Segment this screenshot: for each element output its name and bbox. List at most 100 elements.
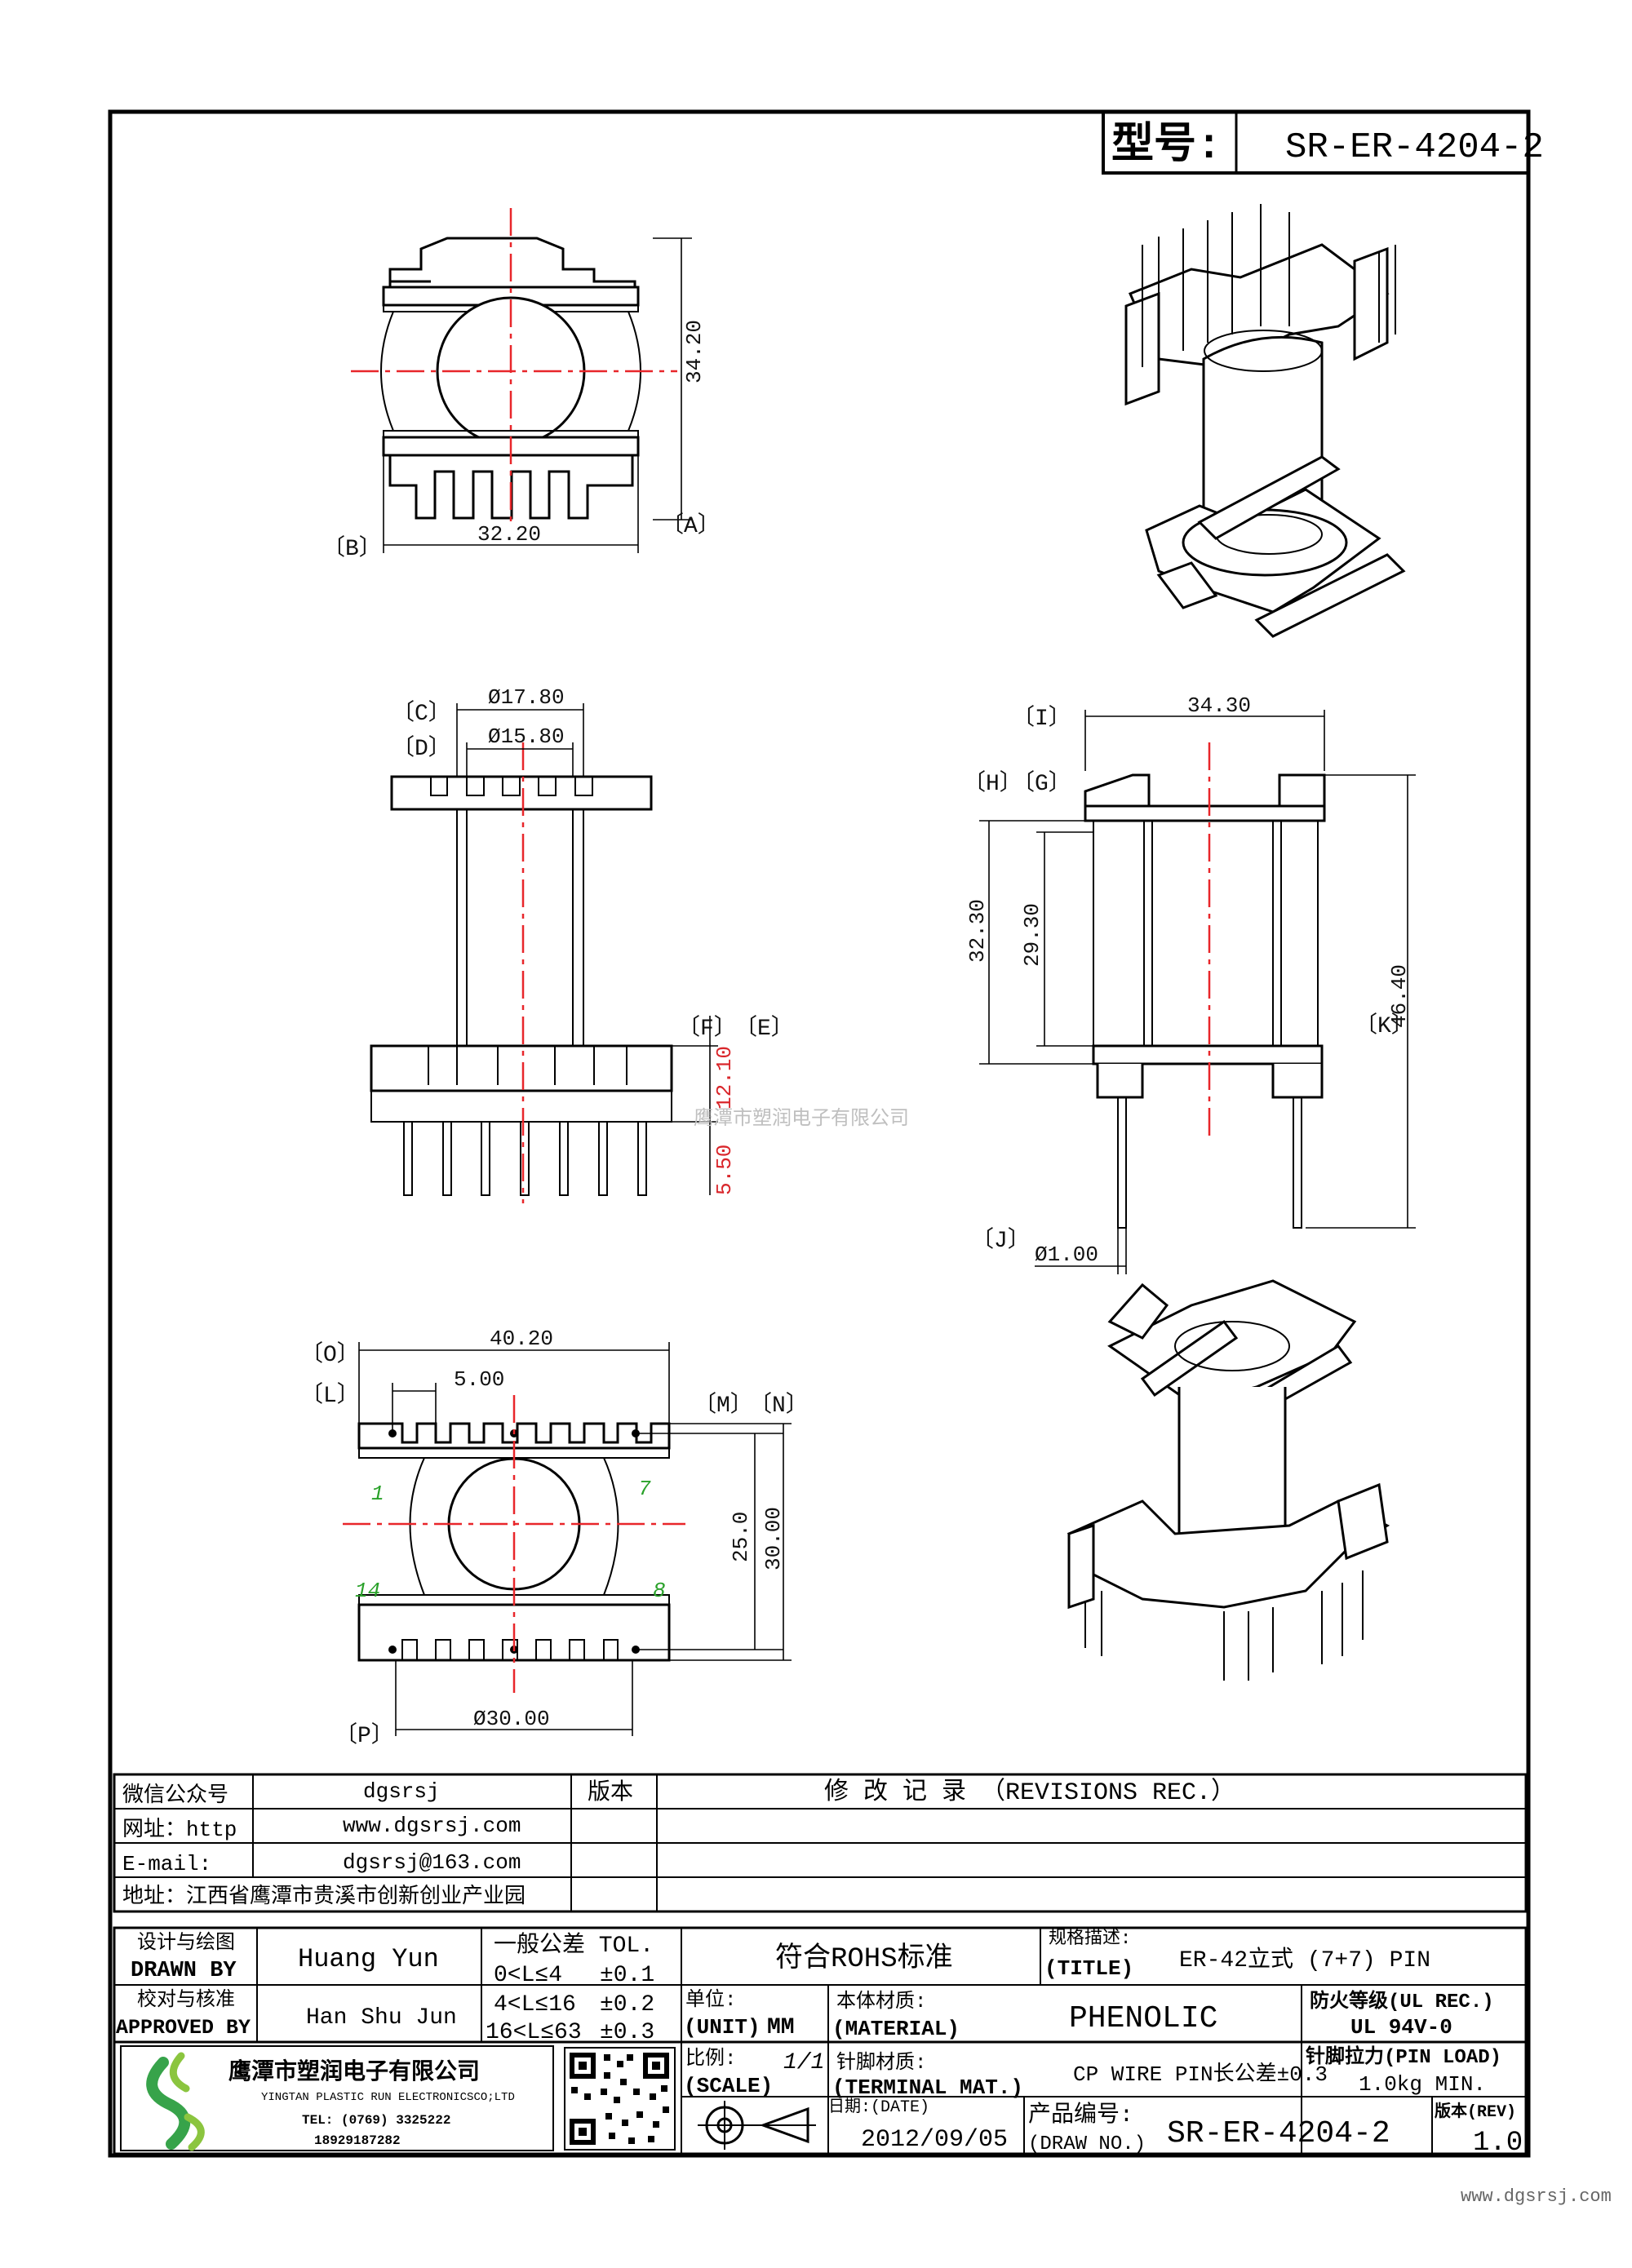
company-name-cn: 鹰潭市塑润电子有限公司: [228, 2058, 480, 2086]
scale-cn: 比例:: [685, 2047, 736, 2071]
tol-1-val: ±0.1: [600, 1963, 654, 1988]
date-value: 2012/09/05: [861, 2126, 1008, 2154]
email-value: dgsrsj@163.com: [343, 1850, 521, 1875]
svg-text:46.40: 46.40: [1387, 964, 1412, 1028]
web-value: www.dgsrsj.com: [343, 1814, 521, 1838]
address: 地址：江西省鹰潭市贵溪市创新创业产业园: [122, 1884, 526, 1909]
tol-3-val: ±0.3: [600, 2020, 654, 2045]
model-label: 型号:: [1111, 121, 1222, 171]
wechat-label: 微信公众号: [122, 1783, 228, 1808]
svg-text:40.20: 40.20: [490, 1327, 553, 1351]
rev-value: 1.0: [1473, 2128, 1523, 2159]
fire-value: UL 94V-0: [1350, 2015, 1452, 2040]
svg-text:Ø15.80: Ø15.80: [488, 724, 565, 749]
watermark: 鹰潭市塑润电子有限公司: [694, 1107, 909, 1131]
wechat-value: dgsrsj: [363, 1779, 440, 1804]
approved-by-en: APPROVED BY: [116, 2016, 251, 2040]
svg-text:34.30: 34.30: [1187, 693, 1251, 718]
svg-text:〔H〕: 〔H〕: [963, 769, 1022, 797]
rohs-note: 符合ROHS标准: [775, 1942, 953, 1975]
terminal-value: CP WIRE PIN长公差±0.3: [1073, 2062, 1328, 2087]
web-label: 网址：http: [122, 1817, 237, 1842]
drawno-value: SR-ER-4204-2: [1167, 2116, 1390, 2151]
drawn-by-name: Huang Yun: [298, 1944, 439, 1974]
drawno-en: (DRAW NO.): [1028, 2133, 1146, 2155]
svg-text:30.00: 30.00: [761, 1507, 786, 1570]
unit-en: (UNIT): [684, 2015, 761, 2040]
bottom-pin-view: 40.20 5.00 25.0 30.00 Ø30.00 〔O〕 〔L〕 〔M〕…: [300, 1327, 809, 1749]
unit-cn: 单位:: [685, 1988, 736, 2012]
svg-text:Ø17.80: Ø17.80: [488, 685, 565, 710]
model-number: SR-ER-4204-2: [1285, 127, 1544, 168]
material-value: PHENOLIC: [1069, 2001, 1217, 2036]
svg-text:〔L〕: 〔L〕: [300, 1381, 360, 1409]
svg-text:〔N〕: 〔N〕: [749, 1391, 809, 1419]
svg-text:34.20: 34.20: [682, 320, 707, 383]
footer-url: www.dgsrsj.com: [1461, 2186, 1612, 2207]
svg-text:Ø30.00: Ø30.00: [473, 1707, 550, 1731]
terminal-en: (TERMINAL MAT.): [832, 2075, 1023, 2100]
svg-text:〔O〕: 〔O〕: [300, 1340, 360, 1368]
top-plan-view: 34.20 32.20 〔A〕 〔B〕: [322, 208, 721, 562]
scale-value: 1/1: [783, 2050, 824, 2075]
svg-text:〔A〕: 〔A〕: [661, 512, 721, 539]
company-tel: TEL: (0769) 3325222: [302, 2113, 450, 2128]
svg-text:25.0: 25.0: [729, 1512, 753, 1562]
front-elevation-view: Ø17.80 Ø15.80 12.10 5.50 〔C〕 〔D〕 〔F〕 〔E〕: [370, 685, 794, 1203]
isometric-view-bottom: [1067, 1279, 1390, 1681]
pinload-cn: 针脚拉力(PIN LOAD): [1306, 2044, 1501, 2069]
approved-by-name: Han Shu Jun: [306, 2005, 457, 2031]
side-elevation-view: 34.30 32.30 29.30 46.40 Ø1.00 〔I〕 〔H〕 〔G…: [963, 693, 1416, 1274]
svg-text:Ø1.00: Ø1.00: [1035, 1243, 1098, 1267]
projection-symbol: [698, 2101, 816, 2150]
qr-code: [564, 2047, 676, 2151]
svg-text:〔J〕: 〔J〕: [971, 1226, 1031, 1254]
svg-text:1: 1: [371, 1482, 384, 1506]
svg-text:32.30: 32.30: [965, 899, 990, 963]
spec-cn: 规格描述:: [1049, 1928, 1131, 1949]
terminal-cn: 针脚材质:: [836, 2051, 926, 2075]
tol-2-val: ±0.2: [600, 1992, 654, 2018]
revisions-title: 修 改 记 录 （REVISIONS REC.）: [824, 1778, 1235, 1807]
svg-text:5.50: 5.50: [712, 1145, 737, 1195]
svg-text:〔M〕: 〔M〕: [694, 1391, 753, 1419]
tol-title: 一般公差 TOL.: [494, 1931, 654, 1959]
svg-text:〔E〕: 〔E〕: [734, 1014, 794, 1042]
company-name-en: YINGTAN PLASTIC RUN ELECTRONICSCO;LTD: [261, 2091, 515, 2104]
svg-text:29.30: 29.30: [1020, 903, 1044, 967]
approved-by-cn: 校对与核准: [137, 1988, 235, 2012]
rev-cn: 版本(REV): [1435, 2101, 1516, 2122]
svg-text:32.20: 32.20: [477, 522, 541, 547]
unit-value: MM: [767, 2015, 795, 2040]
spec-en: (TITLE): [1044, 1956, 1133, 1981]
tol-2-range: 4<L≤16: [494, 1992, 576, 2018]
material-en: (MATERIAL): [832, 2017, 960, 2041]
svg-text:〔B〕: 〔B〕: [322, 534, 382, 562]
fire-cn: 防火等级(UL REC.): [1310, 1989, 1494, 2013]
info-table: 微信公众号 dgsrsj 网址：http www.dgsrsj.com E-ma…: [113, 1773, 1528, 1913]
svg-text:14: 14: [355, 1579, 380, 1603]
svg-text:12.10: 12.10: [712, 1046, 737, 1110]
pinload-value: 1.0kg MIN.: [1359, 2072, 1486, 2097]
drawing-border: [108, 109, 1531, 2158]
company-logo: 鹰潭市塑润电子有限公司 YINGTAN PLASTIC RUN ELECTRON…: [120, 2045, 554, 2151]
scale-en: (SCALE): [684, 2074, 773, 2098]
title-block: 设计与绘图 DRAWN BY Huang Yun 校对与核准 APPROVED …: [113, 1926, 1528, 2159]
model-header: 型号: SR-ER-4204-2: [1102, 110, 1544, 175]
svg-text:〔I〕: 〔I〕: [1012, 704, 1071, 732]
svg-text:〔C〕: 〔C〕: [392, 699, 451, 727]
tol-1-range: 0<L≤4: [494, 1963, 562, 1988]
drawn-by-en: DRAWN BY: [131, 1959, 237, 1983]
svg-text:8: 8: [653, 1579, 666, 1603]
email-label: E-mail:: [122, 1852, 211, 1876]
isometric-view-top: [1124, 204, 1406, 638]
svg-text:〔G〕: 〔G〕: [1012, 769, 1071, 797]
svg-text:7: 7: [638, 1477, 651, 1501]
svg-text:5.00: 5.00: [454, 1367, 504, 1392]
drawn-by-cn: 设计与绘图: [137, 1931, 235, 1955]
company-mobile: 18929187282: [314, 2133, 401, 2148]
svg-text:〔K〕: 〔K〕: [1355, 1012, 1414, 1039]
drawno-cn: 产品编号:: [1028, 2101, 1133, 2128]
spec-value: ER-42立式 (7+7) PIN: [1179, 1946, 1430, 1973]
